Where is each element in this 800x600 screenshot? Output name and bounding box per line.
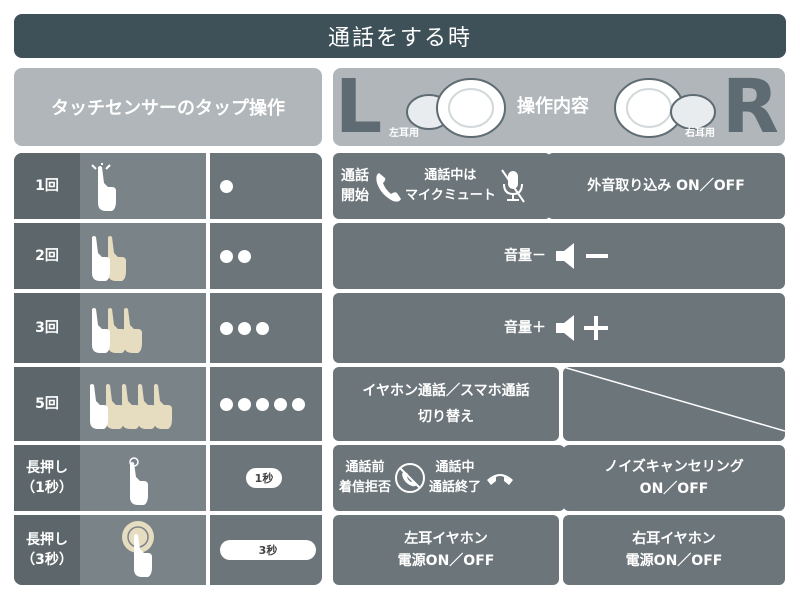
tap-dots (210, 153, 322, 219)
call-answer-mute-cell: 通話開始 通話中はマイクミュート (333, 153, 551, 219)
gesture-cell (80, 293, 206, 363)
volume-up-cell: 音量＋ (333, 293, 785, 363)
duration-pill: 3秒 (220, 540, 316, 560)
table-row: 長押し （1秒） 1秒 (14, 445, 322, 511)
tap-count: 1回 (14, 153, 80, 219)
gesture-cell (80, 445, 206, 511)
table-row: 2回 (14, 223, 322, 289)
volume-down-cell: 音量－ (333, 223, 785, 289)
table-row: 5回 (14, 367, 322, 441)
double-tap-hand-icon (92, 236, 126, 281)
reject-end-call-cell: 通話前着信拒否 通話中通話終了 (333, 445, 565, 511)
gesture-cell (80, 153, 206, 219)
volume-up-label: 音量＋ (504, 320, 546, 336)
tap-count: 長押し （3秒） (14, 515, 80, 585)
noise-cancel-line1: ノイズキャンセリング (604, 459, 744, 475)
tap-count: 5回 (14, 367, 80, 441)
gesture-cell (80, 223, 206, 289)
header-operation-content: L 左耳用 操作内容 右耳用 R (333, 68, 785, 146)
right-power-line2: 電源ON／OFF (625, 553, 723, 569)
phone-icon (376, 173, 401, 202)
right-ear-label: 右耳用 (685, 128, 715, 139)
tap-count: 長押し （1秒） (14, 445, 80, 511)
count-line1: 長押し (26, 532, 68, 548)
hang-up-icon (487, 474, 514, 485)
noise-cancel-line2: ON／OFF (639, 481, 709, 497)
tap-count: 2回 (14, 223, 80, 289)
tap-hand-icon (91, 163, 116, 211)
reject-call-icon (395, 463, 426, 493)
left-power-line1: 左耳イヤホン (404, 531, 488, 547)
volume-up-icon (556, 315, 608, 341)
call-start-label: 通話開始 (341, 168, 369, 204)
right-power-cell: 右耳イヤホン 電源ON／OFF (563, 515, 785, 585)
table-row: 1回 (14, 153, 322, 219)
ambient-sound-cell: 外音取り込み ON／OFF (547, 153, 785, 219)
long-press-hand-icon (129, 457, 148, 505)
noise-cancel-cell: ノイズキャンセリング ON／OFF (563, 445, 785, 511)
tap-dots (210, 367, 322, 441)
left-letter: L (335, 68, 383, 146)
right-letter: R (722, 68, 779, 146)
volume-down-icon (556, 243, 608, 269)
page-title: 通話をする時 (14, 14, 786, 58)
no-operation-cell (563, 367, 785, 441)
table-row: 3回 (14, 293, 322, 363)
press-duration: 3秒 (210, 515, 322, 585)
press-duration: 1秒 (210, 445, 322, 511)
header-tap-operation: タッチセンサーのタップ操作 (14, 68, 322, 146)
triple-tap-hand-icon (92, 308, 142, 353)
left-ear-label: 左耳用 (389, 128, 419, 139)
left-earbud-icon (406, 78, 506, 138)
end-call-label: 通話中通話終了 (429, 460, 482, 495)
switch-line2: 切り替え (418, 409, 474, 425)
switch-line1: イヤホン通話／スマホ通話 (362, 383, 530, 399)
right-earbud-icon (614, 78, 716, 138)
long-press-3s-hand-icon (122, 521, 154, 577)
mute-label: 通話中はマイクミュート (405, 168, 496, 203)
switch-call-device-cell: イヤホン通話／スマホ通話 切り替え (333, 367, 559, 441)
count-line2: （1秒） (21, 480, 73, 496)
gesture-cell (80, 515, 206, 585)
diagonal-line (563, 367, 785, 432)
tap-dots (210, 293, 322, 363)
operation-content-label: 操作内容 (517, 96, 589, 117)
tap-table: 1回 2回 3回 (14, 153, 322, 585)
tap-count: 3回 (14, 293, 80, 363)
left-power-line2: 電源ON／OFF (397, 553, 495, 569)
gesture-cell (80, 367, 206, 441)
right-power-line1: 右耳イヤホン (632, 531, 716, 547)
tap-dots (210, 223, 322, 289)
table-row: 長押し （3秒） 3秒 (14, 515, 322, 585)
left-power-cell: 左耳イヤホン 電源ON／OFF (333, 515, 559, 585)
duration-pill: 1秒 (246, 468, 282, 488)
mic-mute-icon (500, 169, 525, 203)
count-line1: 長押し (26, 460, 68, 476)
reject-label: 通話前着信拒否 (339, 460, 392, 495)
five-tap-hand-icon (90, 384, 172, 429)
operation-table: 通話開始 通話中はマイクミュート 外音取り込み ON／OFF 音量－ 音量＋ (333, 153, 785, 585)
volume-down-label: 音量－ (504, 248, 546, 264)
count-line2: （3秒） (21, 552, 73, 568)
